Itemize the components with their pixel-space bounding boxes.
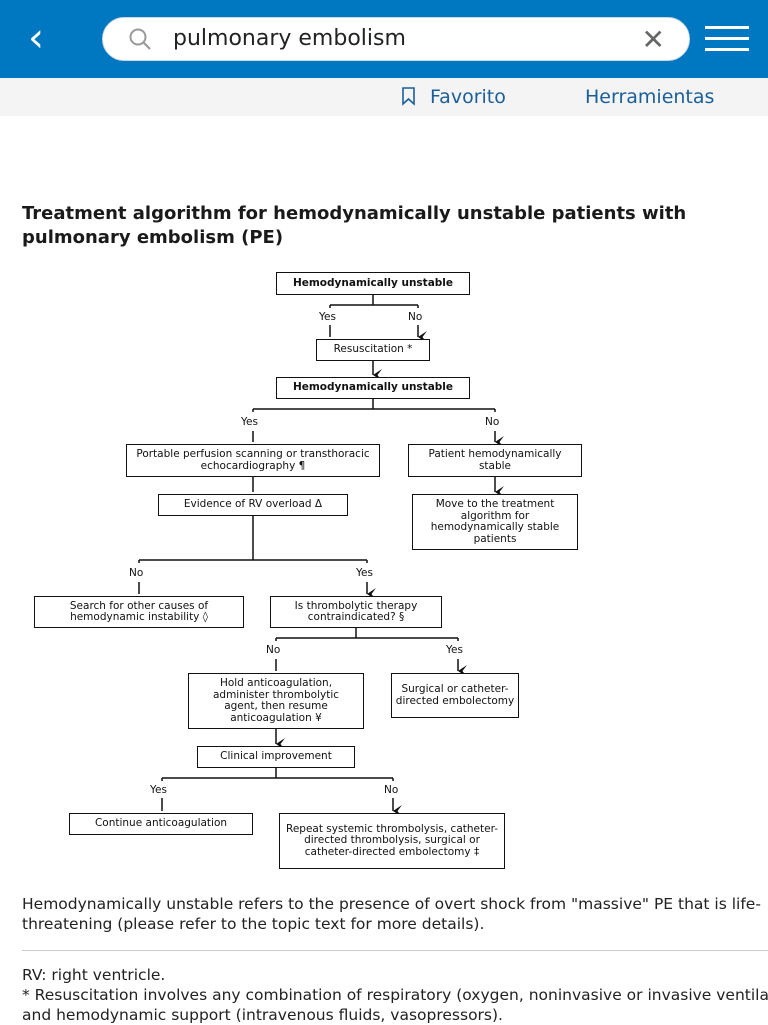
label-yes: Yes xyxy=(319,311,336,323)
favorite-label: Favorito xyxy=(430,86,506,108)
footnote-line: and hemodynamic support (intravenous flu… xyxy=(22,1006,503,1024)
title-line-1: Treatment algorithm for hemodynamically … xyxy=(22,203,687,224)
search-icon xyxy=(129,28,151,50)
footnote-resuscitation: * Resuscitation involves any combination… xyxy=(22,985,768,1025)
label-yes: Yes xyxy=(356,567,373,579)
node-hold-anticoagulation: Hold anticoagulation, administer thrombo… xyxy=(188,673,364,729)
node-other-causes: Search for other causes of hemodynamic i… xyxy=(34,596,244,628)
clear-search-icon[interactable]: ✕ xyxy=(641,23,665,56)
bookmark-icon xyxy=(402,87,415,106)
label-no: No xyxy=(129,567,144,579)
search-field[interactable]: pulmonary embolism ✕ xyxy=(102,17,690,61)
title-line-2: pulmonary embolism (PE) xyxy=(22,227,284,248)
back-button[interactable]: ‹ xyxy=(28,15,44,61)
node-embolectomy: Surgical or catheter-directed embolectom… xyxy=(391,673,519,718)
label-yes: Yes xyxy=(150,784,167,796)
figure-title: Treatment algorithm for hemodynamically … xyxy=(22,202,768,250)
node-stable-algorithm: Move to the treatment algorithm for hemo… xyxy=(412,494,578,550)
action-bar xyxy=(0,78,768,116)
divider xyxy=(22,950,768,951)
node-clinical-improvement: Clinical improvement xyxy=(197,746,355,768)
label-yes: Yes xyxy=(446,644,463,656)
favorite-button[interactable]: Favorito xyxy=(400,86,506,108)
label-yes: Yes xyxy=(241,416,258,428)
footnote-line: threatening (please refer to the topic t… xyxy=(22,915,485,933)
footnote-rv: RV: right ventricle. xyxy=(22,966,166,984)
node-rv-overload: Evidence of RV overload Δ xyxy=(158,494,348,516)
node-repeat-thrombolysis: Repeat systemic thrombolysis, catheter-d… xyxy=(279,813,505,869)
label-no: No xyxy=(384,784,399,796)
node-thrombolytic-contraindicated: Is thrombolytic therapy contraindicated?… xyxy=(270,596,442,628)
node-patient-stable: Patient hemodynamically stable xyxy=(408,444,582,477)
label-no: No xyxy=(485,416,500,428)
search-input[interactable]: pulmonary embolism xyxy=(173,26,406,51)
node-resuscitation: Resuscitation * xyxy=(316,339,430,361)
footnote-definition: Hemodynamically unstable refers to the p… xyxy=(22,894,761,934)
node-perfusion-scanning: Portable perfusion scanning or transthor… xyxy=(126,444,380,477)
label-no: No xyxy=(266,644,281,656)
footnote-line: * Resuscitation involves any combination… xyxy=(22,986,768,1004)
top-bar: ‹ pulmonary embolism ✕ xyxy=(0,0,768,78)
tools-button[interactable]: Herramientas xyxy=(585,86,715,108)
node-hemodynamically-unstable-2: Hemodynamically unstable xyxy=(276,377,470,399)
footnote-line: Hemodynamically unstable refers to the p… xyxy=(22,895,761,913)
node-continue-anticoagulation: Continue anticoagulation xyxy=(69,813,253,835)
hamburger-menu-icon[interactable] xyxy=(705,26,749,52)
node-hemodynamically-unstable: Hemodynamically unstable xyxy=(276,272,470,295)
label-no: No xyxy=(408,311,423,323)
